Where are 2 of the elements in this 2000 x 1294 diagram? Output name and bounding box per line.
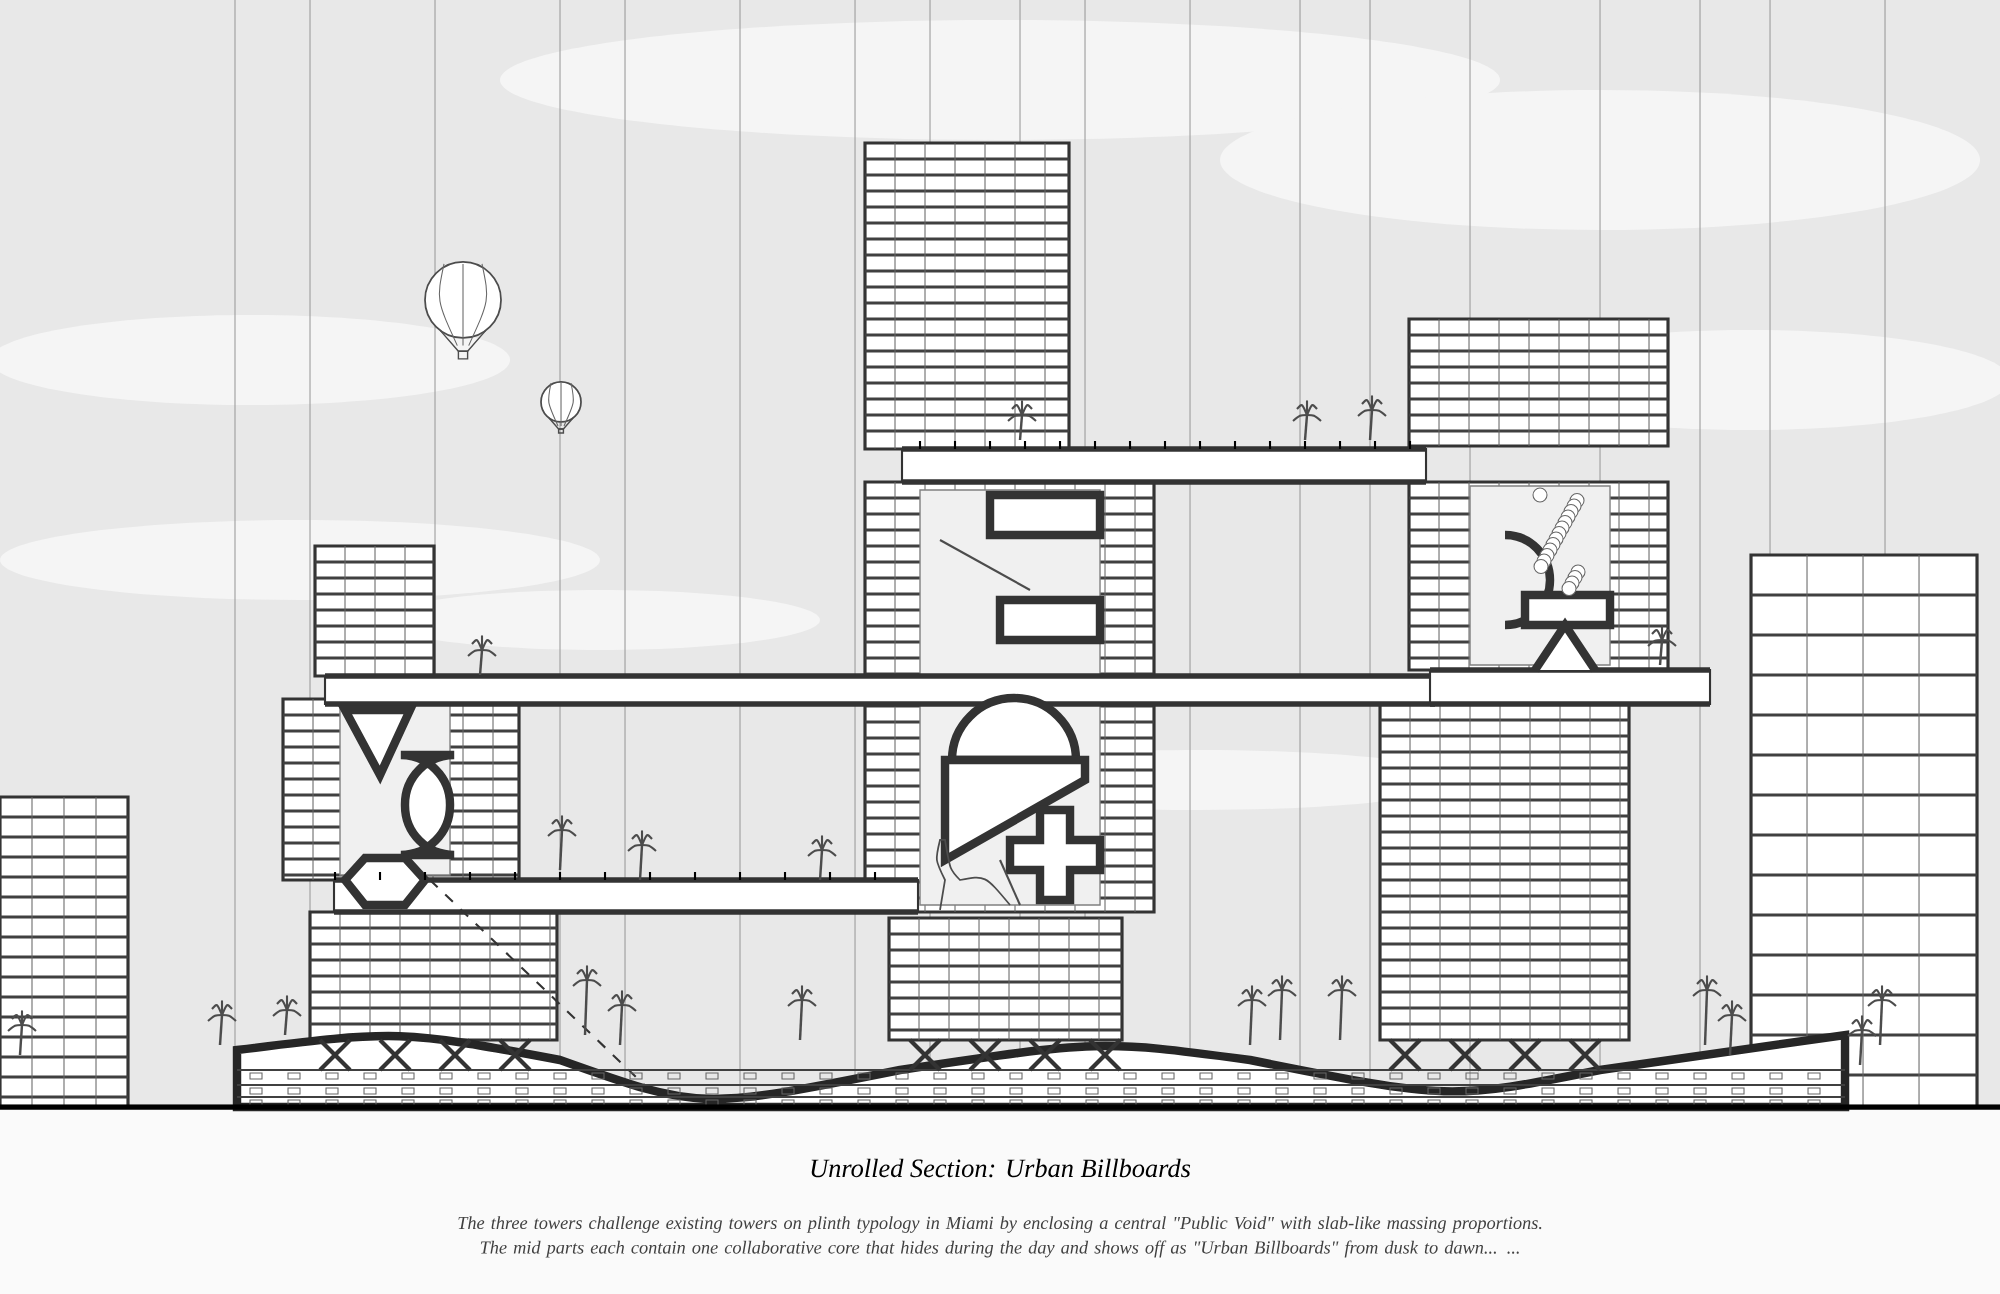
title: Unrolled Section: Urban Billboards (811, 1158, 1191, 1178)
caption: The three towers challenge existing towers on plinth typology in Miami by enclosing a central "Public Void" with slab-like massing proportions. The mid parts each contain one collaborative core that hides during the day and shows off as "Urban Billboards" from dusk to dawn... ... (458, 1216, 1542, 1258)
